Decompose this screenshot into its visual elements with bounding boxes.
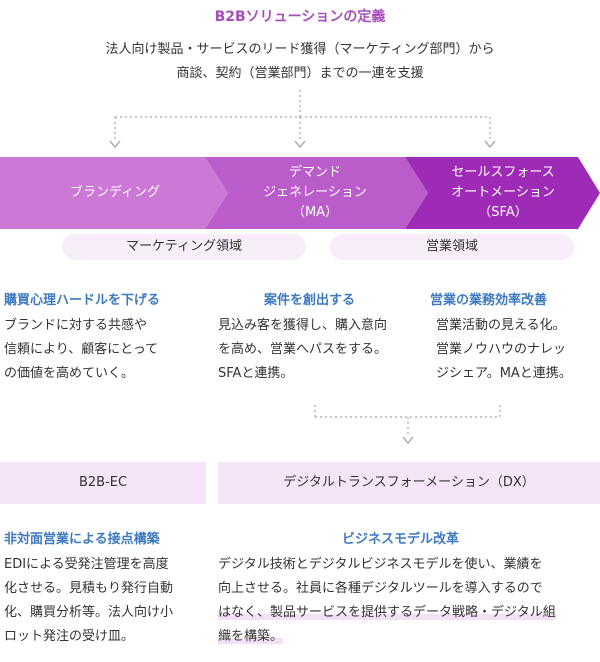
b2b-ec-body: EDIによる受発注管理を高度 化させる。見積もり発行自動 化、購買分析等。法人向…	[4, 557, 174, 644]
dx-body-line-2: 向上させる。社員に各種デジタルツールを導入するので	[218, 581, 543, 596]
sales-area-pill: 営業領域	[330, 234, 574, 260]
b2b-ec-heading: 非対面営業による接点構築	[4, 532, 160, 547]
dx-heading: ビジネスモデル改革	[342, 532, 460, 547]
stage-chevron-demand-generation	[205, 157, 428, 229]
column-heading-demand-generation: 案件を創出する	[264, 293, 356, 308]
dx-body-line-4-highlight: 織を構築。	[218, 629, 284, 644]
description-line-1: 法人向け製品・サービスのリード獲得（マーケティング部門）から	[105, 42, 495, 57]
b2b-ec-box: B2B-EC	[0, 462, 206, 504]
column-heading-sales-force: 営業の業務効率改善	[430, 293, 548, 308]
arrowhead-middle	[402, 436, 414, 445]
dx-body-line-4: 織を構築。	[218, 625, 600, 649]
dx-body-line-1: デジタル技術とデジタルビジネスモデルを使い、業績を	[218, 557, 543, 572]
column-body-demand-generation: 見込み客を獲得し、購入意向 を高め、営業へパスをする。 SFAと連携。	[218, 318, 388, 381]
stage-label-demand-generation: デマンド ジェネレーション （MA）	[263, 165, 367, 220]
dx-box: デジタルトランスフォーメーション（DX）	[218, 462, 600, 504]
column-heading-branding: 購買心理ハードルを下げる	[4, 293, 161, 308]
stage-label-sales-force-automation: セールスフォース オートメーション （SFA）	[451, 165, 555, 220]
arrowhead-left	[109, 140, 121, 149]
stage-chevron-branding	[0, 157, 228, 229]
marketing-area-pill: マーケティング領域	[62, 234, 306, 260]
arrowhead-right	[484, 140, 496, 149]
column-body-sales-force: 営業活動の見える化。 営業ノウハウのナレッ ジシェア。MAと連携。	[436, 318, 572, 381]
dx-body-line-3-highlight: はなく、製品サービスを提供するデータ戦略・デジタル組	[218, 605, 556, 620]
stage-label-branding: ブランディング	[69, 185, 161, 200]
column-body-branding: ブランドに対する共感や 信頼により、顧客にとって の価値を高めていく。	[4, 318, 159, 381]
arrowhead-center	[294, 140, 306, 149]
stage-chevron-sales-force	[405, 157, 600, 229]
dx-body: デジタル技術とデジタルビジネスモデルを使い、業績を 向上させる。社員に各種デジタ…	[218, 553, 600, 649]
dx-body-line-3: はなく、製品サービスを提供するデータ戦略・デジタル組	[218, 601, 600, 625]
description-line-2: 商談、契約（営業部門）までの一連を支援	[176, 66, 424, 81]
diagram-title: B2Bソリューションの定義	[214, 9, 386, 25]
